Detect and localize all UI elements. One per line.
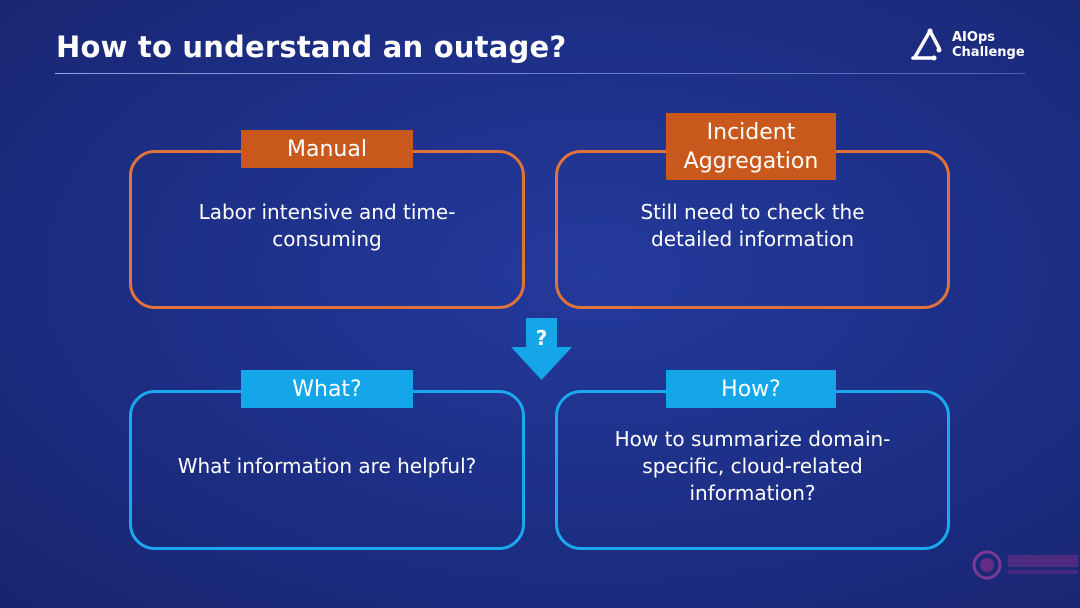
card-manual-label: Manual [241, 130, 413, 168]
card-incident-aggregation-text: Still need to check the detailed informa… [640, 199, 865, 251]
nankai-university-logo [972, 550, 1080, 580]
card-how: How to summarize domain-specific, cloud-… [555, 390, 950, 550]
card-what-label: What? [241, 370, 413, 408]
card-manual-text: Labor intensive and time-consuming [198, 199, 456, 251]
card-what-text: What information are helpful? [177, 453, 477, 478]
down-arrow-icon [511, 318, 572, 380]
card-how-label: How? [666, 370, 836, 408]
arrow-question-mark: ? [535, 326, 548, 350]
card-incident-aggregation-label: Incident Aggregation [666, 113, 836, 180]
title-divider [55, 73, 1025, 74]
card-incident-aggregation: Still need to check the detailed informa… [555, 150, 950, 309]
card-how-text: How to summarize domain-specific, cloud-… [614, 426, 891, 505]
triangle-logo-icon [911, 28, 942, 61]
university-seal-icon [972, 550, 1002, 580]
card-what: What information are helpful? [129, 390, 525, 550]
logo-line-2: Challenge [952, 45, 1025, 60]
page-title: How to understand an outage? [56, 30, 567, 64]
card-manual: Labor intensive and time-consuming [129, 150, 525, 309]
logo-line-1: AIOps [952, 30, 995, 45]
university-wordmark-icon [1008, 555, 1078, 574]
